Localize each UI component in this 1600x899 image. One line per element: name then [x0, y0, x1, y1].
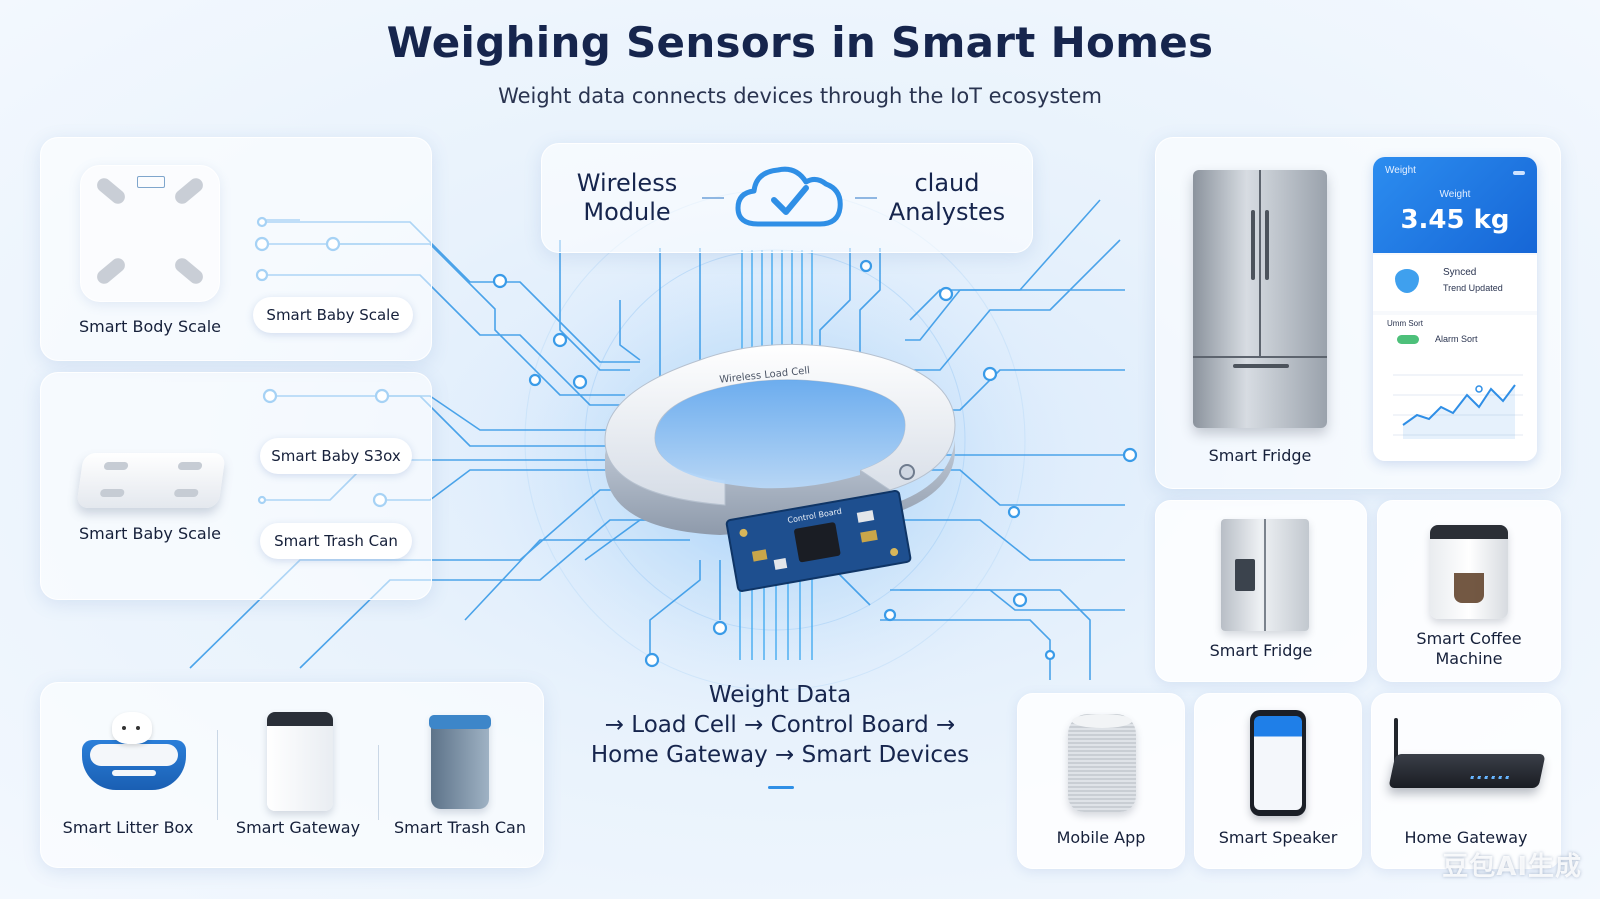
chart-caption: Umm Sort — [1387, 319, 1423, 328]
home-gateway-tile: Home Gateway — [1371, 693, 1561, 869]
panel-divider — [378, 745, 379, 820]
small-fridge-device — [1221, 519, 1309, 631]
wireless-module-text: Wireless Module — [576, 169, 678, 226]
coffee-machine-tile: Smart Coffee Machine — [1377, 500, 1561, 682]
trend-chart-card: Umm Sort Alarm Sort — [1373, 315, 1537, 461]
coffee-machine-device — [1430, 525, 1508, 619]
flow-line-1: Weight Data — [708, 682, 852, 708]
wireless-module-label: Wireless Module — [552, 169, 702, 227]
weight-app-card: Weight Weight 3.45 kg Synced Trend Updat… — [1373, 157, 1537, 461]
flow-line-2: → Load Cell → Control Board → — [604, 712, 956, 738]
cloud-analytics-label: claud Analystes — [872, 169, 1022, 227]
body-scale-tile — [80, 165, 220, 302]
app-header-caption: Weight — [1439, 189, 1471, 200]
scale-pad-icon — [103, 462, 129, 470]
module-divider-left — [702, 197, 724, 199]
menu-icon[interactable] — [1513, 171, 1525, 175]
data-flow-caption: Weight Data → Load Cell → Control Board … — [570, 680, 990, 770]
smart-baby-scale-label: Smart Baby Scale — [78, 524, 222, 543]
smart-gateway-label: Smart Gateway — [235, 818, 361, 837]
wireless-cloud-panel: Wireless Module claud Analystes — [541, 143, 1033, 253]
scale-pad-icon — [172, 175, 206, 207]
load-cell: Wireless Load Cell — [604, 343, 956, 535]
smart-trash-can-label: Smart Trash Can — [394, 818, 526, 837]
smartphone-device — [1250, 710, 1306, 816]
smart-speaker-label: Smart Speaker — [1218, 828, 1338, 847]
sync-status-2: Trend Updated — [1443, 283, 1503, 293]
smart-fridge-device — [1193, 170, 1327, 428]
module-divider-right — [855, 197, 877, 199]
smart-baby-scale-pill[interactable]: Smart Baby Scale — [253, 297, 413, 333]
weight-value: 3.45 kg — [1400, 205, 1510, 235]
flow-underline — [768, 786, 794, 789]
smart-fridge-label: Smart Fridge — [1208, 446, 1312, 465]
smart-fridge-label-2: Smart Fridge — [1209, 641, 1313, 660]
smart-litter-box-label: Smart Litter Box — [62, 818, 194, 837]
smart-speaker-device — [1068, 714, 1136, 812]
smart-trash-can-pill[interactable]: Smart Trash Can — [260, 523, 412, 559]
scale-display-icon — [137, 176, 165, 188]
scale-pad-icon — [177, 462, 203, 470]
smart-body-scale-label: Smart Body Scale — [78, 317, 221, 336]
router-antenna — [1394, 718, 1398, 766]
sync-status-card: Synced Trend Updated — [1373, 255, 1537, 311]
alarm-toggle[interactable] — [1397, 335, 1419, 344]
smart-fridge-tile: Smart Fridge — [1155, 500, 1367, 682]
scale-pad-icon — [94, 255, 128, 287]
mobile-app-tile: Mobile App — [1017, 693, 1185, 869]
page-subtitle: Weight data connects devices through the… — [498, 84, 1102, 108]
scale-pad-icon — [173, 489, 199, 497]
page-title: Weighing Sensors in Smart Homes — [386, 18, 1214, 67]
mobile-app-label: Mobile App — [1056, 828, 1146, 847]
router-device — [1388, 754, 1546, 788]
scale-pad-icon — [94, 175, 128, 207]
watermark: 豆包AI生成 — [1442, 852, 1582, 882]
alarm-label: Alarm Sort — [1435, 334, 1478, 344]
shield-check-icon — [1395, 269, 1419, 293]
app-header-small: Weight — [1385, 165, 1416, 176]
smart-baby-box-pill[interactable]: Smart Baby S3ox — [260, 438, 412, 474]
scale-pad-icon — [99, 489, 125, 497]
panel-divider — [217, 730, 218, 820]
sync-status-1: Synced — [1443, 267, 1477, 278]
cat-icon — [112, 712, 152, 744]
flow-line-3: Home Gateway → Smart Devices — [590, 742, 970, 768]
smart-coffee-machine-label: Smart Coffee Machine — [1416, 629, 1522, 668]
litter-box-device — [82, 740, 186, 790]
baby-scale-device — [76, 453, 226, 508]
smart-gateway-device — [267, 712, 333, 811]
control-board: Control Board — [725, 489, 912, 593]
app-header: Weight Weight 3.45 kg — [1373, 157, 1537, 253]
trend-line — [1393, 374, 1523, 439]
home-gateway-label: Home Gateway — [1404, 828, 1528, 847]
smart-speaker-tile: Smart Speaker — [1194, 693, 1362, 869]
cloud-analytics-text: claud Analystes — [888, 169, 1006, 226]
smart-trash-can-device — [429, 715, 491, 809]
cloud-check-icon — [735, 166, 843, 227]
scale-pad-icon — [172, 255, 206, 287]
